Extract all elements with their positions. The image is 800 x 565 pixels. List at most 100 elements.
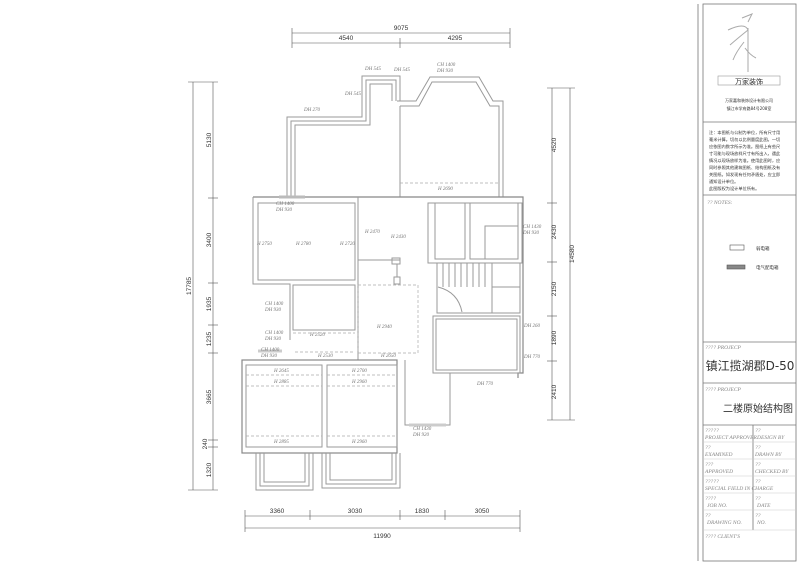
project-label: ???? PROJECP [705,345,742,351]
company-logo [727,13,757,72]
annot: CH 1400 [265,331,284,336]
svg-text:??: ?? [755,513,761,519]
dim-bottom-4: 3050 [475,508,490,515]
annot: CH 1400 [276,202,295,207]
svg-text:DRAWING NO.: DRAWING NO. [706,520,742,526]
annot: DH 930 [264,308,281,313]
svg-text:??: ?? [755,496,761,502]
dim-left-7: 1320 [206,462,213,477]
drawing-label: ???? PROJECP [705,387,742,393]
annot: CH 1400 [437,63,456,68]
dim-top-1: 4540 [339,35,354,42]
dim-top-total: 9075 [394,25,409,32]
annot: DH 770 [523,355,540,360]
annot: H 2700 [351,369,367,374]
dim-bottom-2: 3030 [348,508,363,515]
dim-left-6: 240 [202,438,209,449]
bottom-dimensions: 3360 3030 1830 3050 11990 [244,508,521,540]
left-dimensions: 17785 5130 3400 1935 1235 3665 240 1320 [186,81,218,491]
note-line: 通知设计单位。 [709,178,738,185]
field-row: ??EXAMINED??DRAWN BY [704,445,782,458]
annot: H 2960 [351,440,367,445]
annot: H 2895 [273,440,289,445]
dim-left-1: 5130 [206,132,213,147]
annot: CH 1400 [261,348,280,353]
note-line: 关图纸。如发现有任何矛盾处，应立即 [709,171,780,178]
annot: DH 930 [264,337,281,342]
dim-left-total: 17785 [186,277,193,295]
annot: H 2520 [309,333,325,338]
dim-right-2: 2430 [551,224,558,239]
svg-text:DATE: DATE [756,503,771,509]
client-label: ???? CLIENT'S [705,534,740,540]
annot: H 2470 [364,230,380,235]
dim-left-5: 3665 [206,389,213,404]
notes-text: 注：本图纸与公制为单位，所有尺寸用 毫米计算。切勿以比例量度此图。一切 应依图内… [709,129,781,192]
dim-right-5: 2410 [551,384,558,399]
annot: H 2750 [256,242,272,247]
annot: DH 930 [522,231,539,236]
distribution-box-icon [726,264,746,270]
annot: DH 930 [260,354,277,359]
dim-left-2: 3400 [206,232,213,247]
svg-text:??: ?? [705,513,711,519]
note-line: 注：本图纸与公制为单位，所有尺寸用 [709,129,780,136]
legend-label: 电气配电箱 [756,264,779,271]
annot: DH 920 [412,433,429,438]
annot: DH 770 [476,382,493,387]
annot: H 2720 [339,242,355,247]
weak-current-box-icon [729,244,745,251]
svg-text:PROJECT APPROVER: PROJECT APPROVER [704,435,758,441]
annot: DH 270 [303,108,320,113]
annot: H 2645 [273,369,289,374]
annot: DH 545 [393,68,410,73]
dim-right-4: 1890 [551,330,558,345]
title-block: 万家装饰 万家嘉和装饰设计有限公司 镇江市学府路84号208室 注：本图纸与公制… [703,13,796,540]
annot: DH 545 [344,92,361,97]
svg-text:?????: ????? [705,428,719,434]
project-name: 镇江揽湖郡D-50 [706,358,795,373]
field-row: ????JOB NO.??DATE [705,496,771,509]
dim-bottom-1: 3360 [270,508,285,515]
svg-text:?????: ????? [705,479,719,485]
svg-text:SPECIAL FIELD IN CHARGE: SPECIAL FIELD IN CHARGE [705,486,774,492]
svg-text:??: ?? [705,445,711,451]
legend-label: 弱电箱 [756,245,770,252]
dim-right-3: 2150 [551,281,558,296]
annot: H 2530 [317,354,333,359]
walls [241,75,524,491]
note-line: 寸可能与现场放样尺寸有所出入，遇此 [709,150,781,157]
svg-text:APPROVED: APPROVED [704,469,733,475]
company-address: 镇江市学府路84号208室 [727,105,772,111]
notes-label: ?? NOTES: [707,200,733,206]
dim-right-total: 14580 [569,245,576,263]
dim-left-4: 1235 [206,331,213,346]
annot: H 2960 [351,380,367,385]
annot: CH 1430 [523,225,542,230]
annot: CH 1400 [265,302,284,307]
annot: H 2940 [376,325,392,330]
dim-top-2: 4295 [448,35,463,42]
annot: H 2650 [380,354,396,359]
company-name: 万家嘉和装饰设计有限公司 [725,97,773,103]
field-row: ??DRAWING NO.??NO. [705,513,766,526]
dim-right-1: 4520 [551,137,558,152]
svg-text:????: ???? [705,496,716,502]
title-block-frame [702,3,797,562]
field-row: ???APPROVED??CHECKED BY [704,462,789,475]
logo-wordmark [717,75,781,86]
annot: H 2690 [437,187,453,192]
annot: DH 930 [275,208,292,213]
drawing-name: 二楼原始结构图 [723,402,793,415]
svg-text:DRAWN BY: DRAWN BY [754,452,782,458]
annot: DH 545 [364,67,381,72]
svg-text:NO.: NO. [756,520,766,526]
note-line: 同时参照其他建筑图纸、结构图纸及有 [709,164,780,171]
svg-text:???: ??? [705,462,714,468]
note-line: 毫米计算。切勿以比例量度此图。一切 [709,136,780,143]
title-fields: ?????PROJECT APPROVER??DESIGN BY ??EXAMI… [703,428,796,531]
svg-text:DESIGN BY: DESIGN BY [756,435,785,441]
annot: H 2885 [273,380,289,385]
note-line: 此图版权为设计单位所有。 [709,185,759,192]
